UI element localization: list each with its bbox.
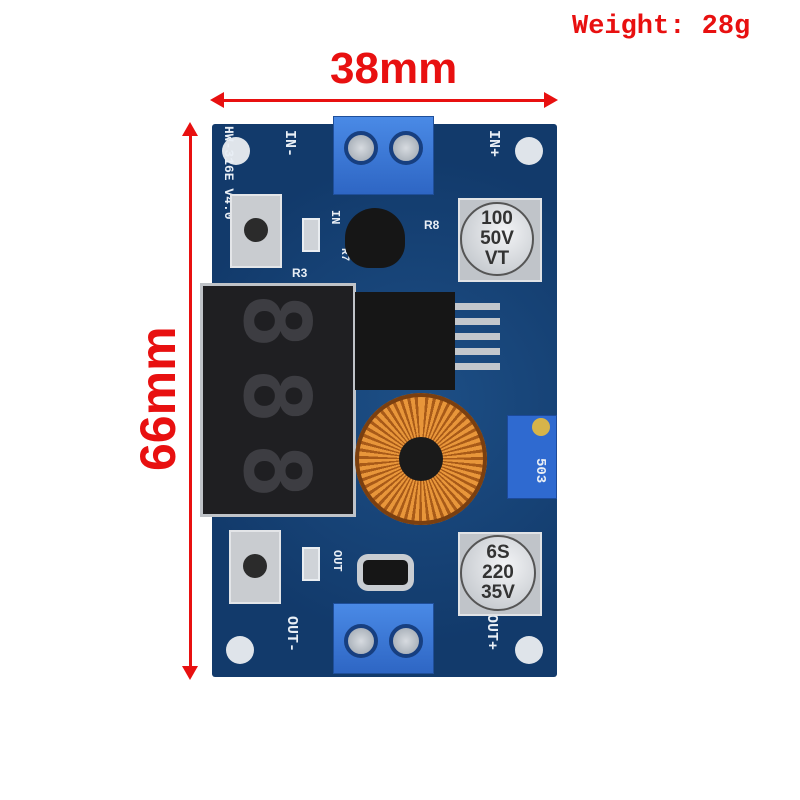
ic-pin [455, 333, 500, 340]
height-dimension-arrow [189, 132, 192, 670]
out-led-label: OUT [330, 550, 344, 572]
mounting-hole [226, 636, 254, 664]
cap-out-value: 220 [482, 562, 514, 583]
in-minus-label: IN- [281, 130, 298, 158]
cap-in-series: VT [484, 248, 510, 269]
mounting-hole [515, 137, 543, 165]
out-led [302, 547, 320, 581]
transistor [345, 208, 405, 268]
button-cap [244, 218, 268, 242]
seven-segment-display: 8 8 8 [200, 283, 356, 517]
in-led-label: IN [328, 210, 342, 225]
width-dimension-label: 38mm [330, 44, 458, 93]
screw-icon[interactable] [389, 131, 423, 165]
display-digit: 8 [223, 443, 330, 499]
top-push-button[interactable] [230, 194, 282, 268]
regulator-ic [355, 292, 455, 390]
potentiometer-label: 503 [532, 458, 548, 484]
width-dimension-arrow [220, 99, 548, 102]
diode [363, 560, 408, 585]
arrow-down-icon [182, 666, 198, 680]
potentiometer[interactable]: 503 [507, 415, 557, 499]
ic-pin [455, 303, 500, 310]
cap-in-voltage: 50V [480, 228, 514, 249]
screw-icon[interactable] [389, 624, 423, 658]
r8-label: R8 [424, 218, 440, 232]
cap-out-voltage: 35V [481, 582, 515, 603]
weight-label: Weight: 28g [572, 12, 751, 42]
bottom-push-button[interactable] [229, 530, 281, 604]
cap-in-value: 100 [481, 208, 513, 229]
input-capacitor: 100 50V VT [460, 202, 534, 276]
arrow-left-icon [210, 92, 224, 108]
out-minus-label: OUT- [283, 616, 300, 653]
toroid-core [399, 437, 443, 481]
mounting-hole [515, 636, 543, 664]
mounting-hole [222, 137, 250, 165]
potentiometer-screw[interactable] [532, 418, 550, 436]
screw-icon[interactable] [344, 624, 378, 658]
ic-pin [455, 318, 500, 325]
out-plus-label: OUT+ [483, 614, 500, 651]
display-digit: 8 [223, 293, 330, 349]
output-capacitor: 6S 220 35V [460, 535, 536, 611]
cap-out-series: 6S [486, 542, 510, 563]
toroid-inductor [355, 393, 487, 525]
in-plus-label: IN+ [485, 130, 502, 158]
height-dimension-label: 66mm [130, 326, 186, 471]
ic-pin [455, 363, 500, 370]
ic-pin [455, 348, 500, 355]
arrow-right-icon [544, 92, 558, 108]
in-led [302, 218, 320, 252]
button-cap [243, 554, 267, 578]
input-terminal-block[interactable] [333, 116, 434, 195]
display-digit: 8 [223, 368, 330, 424]
r3-label: R3 [292, 266, 308, 280]
arrow-up-icon [182, 122, 198, 136]
output-terminal-block[interactable] [333, 603, 434, 674]
screw-icon[interactable] [344, 131, 378, 165]
